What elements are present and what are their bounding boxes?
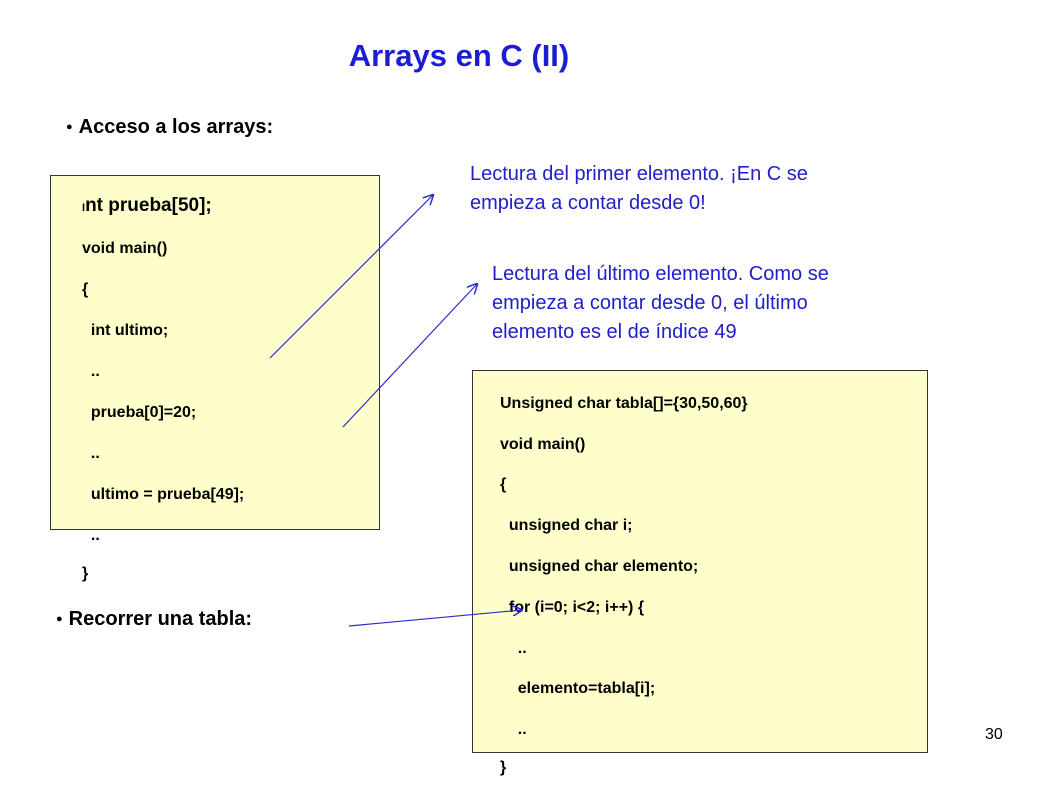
code-line: Int prueba[50]; <box>82 195 212 216</box>
code-line: } <box>500 759 507 776</box>
bullet-dot-icon: ● <box>66 120 73 133</box>
code-line: prueba[0]=20; <box>82 404 197 421</box>
code-line: elemento=tabla[i]; <box>500 680 656 697</box>
code-line: } <box>82 565 89 582</box>
code-line: .. <box>500 640 527 657</box>
code-line: .. <box>82 527 100 544</box>
note-line: empieza a contar desde 0, el último <box>492 292 808 314</box>
bullet-dot-icon: ● <box>56 612 63 625</box>
note-line: elemento es el de índice 49 <box>492 321 737 343</box>
arrow-to-note-ultimo <box>342 284 477 428</box>
code-line: { <box>82 281 89 298</box>
arrow-to-note-primer <box>269 195 433 359</box>
code-line: .. <box>82 363 100 380</box>
code-line: void main() <box>82 240 168 257</box>
page-number: 30 <box>985 726 1003 743</box>
bullet-acceso-text: Acceso a los arrays: <box>78 116 274 138</box>
bullet-recorrer: ● Recorrer una tabla: <box>56 608 252 631</box>
code-line: unsigned char i; <box>500 517 633 534</box>
note-line: Lectura del primer elemento. ¡En C se <box>470 163 808 185</box>
note-line: empieza a contar desde 0! <box>470 192 706 214</box>
note-primer-elemento: Lectura del primer elemento. ¡En C se em… <box>470 160 808 218</box>
code-line: Unsigned char tabla[]={30,50,60} <box>500 395 748 412</box>
code-line: ultimo = prueba[49]; <box>82 486 245 503</box>
code-line: int ultimo; <box>82 322 169 339</box>
note-line: Lectura del último elemento. Como se <box>492 263 829 285</box>
bullet-recorrer-text: Recorrer una tabla: <box>68 608 253 630</box>
code-line: { <box>500 476 507 493</box>
code-line: unsigned char elemento; <box>500 558 699 575</box>
code-line: .. <box>500 721 527 738</box>
code-line: .. <box>82 445 100 462</box>
code-box-arrays <box>50 175 380 530</box>
arrow-to-code-tabla <box>348 610 522 627</box>
bullet-acceso: ● Acceso a los arrays: <box>66 116 273 139</box>
code-line: void main() <box>500 436 586 453</box>
note-ultimo-elemento: Lectura del último elemento. Como se emp… <box>492 260 829 347</box>
slide-title: Arrays en C (II) <box>348 38 570 73</box>
code-box-tabla <box>472 370 928 753</box>
